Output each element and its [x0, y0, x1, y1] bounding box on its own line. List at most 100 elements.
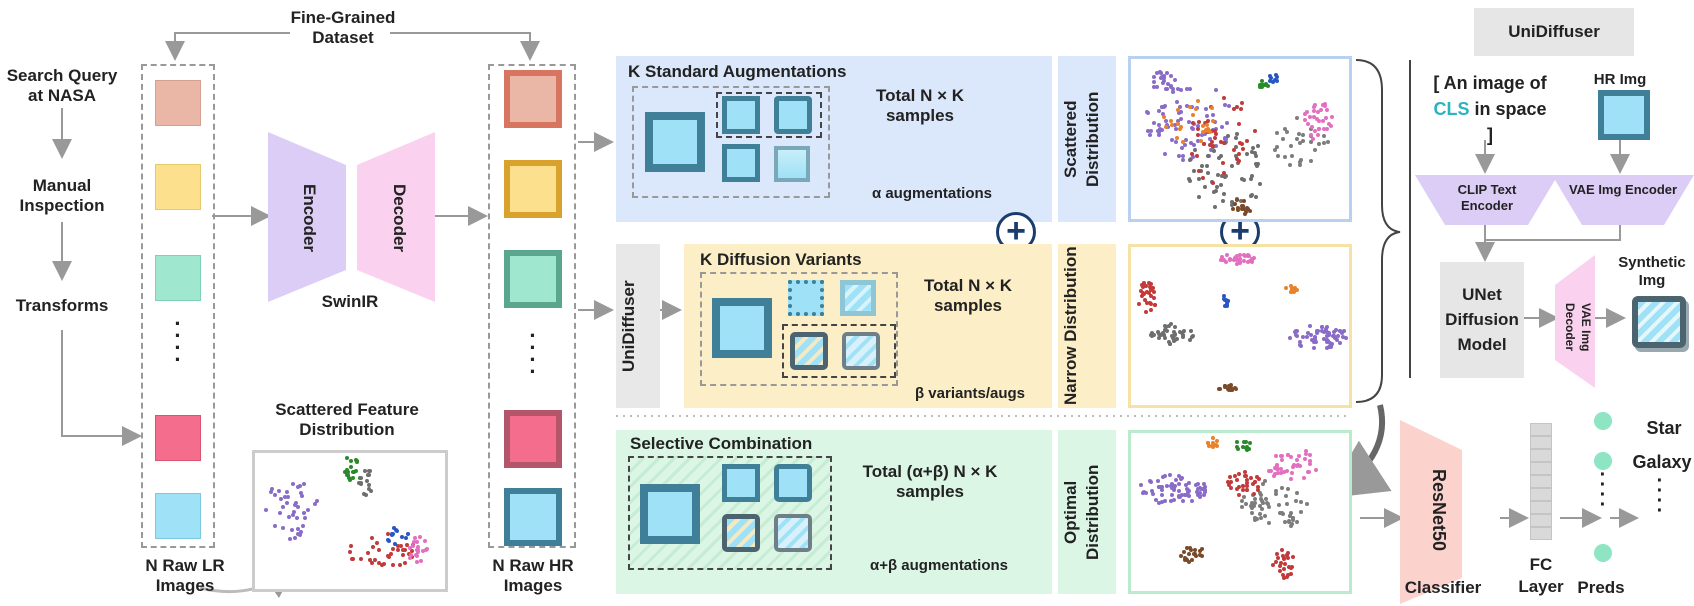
scatter-point: [351, 470, 356, 475]
hr-image-4: [504, 410, 562, 468]
scatter-point: [1250, 505, 1255, 510]
scatter-point: [1248, 209, 1253, 214]
scatter-point: [388, 552, 393, 557]
scatter-point: [1285, 486, 1290, 491]
scatter-point: [1220, 124, 1225, 129]
scatter-point: [1324, 126, 1329, 131]
scatter-point: [1312, 109, 1317, 114]
scatter-point: [359, 482, 364, 487]
scatter-point: [1266, 468, 1271, 473]
scatter-point: [1322, 104, 1327, 109]
scatter-point: [1241, 439, 1246, 444]
optimal-distribution-plot: [1128, 430, 1352, 594]
scatter-point: [401, 552, 406, 557]
scatter-point: [1181, 157, 1186, 162]
scatter-point: [1171, 497, 1176, 502]
scatter-point: [371, 544, 376, 549]
scatter-point: [1298, 500, 1303, 505]
scatter-point: [1163, 103, 1168, 108]
scatter-point: [1274, 491, 1279, 496]
selective-aug-3: [722, 514, 760, 552]
scatter-point: [1174, 135, 1179, 140]
scatter-point: [1214, 131, 1219, 136]
scatter-point: [1230, 163, 1235, 168]
scatter-point: [1285, 552, 1290, 557]
scatter-point: [1237, 152, 1242, 157]
selective-aug-1: [722, 464, 760, 502]
scatter-point: [390, 562, 395, 567]
scatter-point: [1245, 139, 1250, 144]
scatter-point: [361, 492, 366, 497]
selective-original-image: [640, 484, 700, 544]
scatter-point: [1290, 518, 1295, 523]
scatter-point: [348, 459, 353, 464]
scatter-point: [1340, 335, 1345, 340]
scatter-point: [1304, 110, 1309, 115]
hr-image-3: [504, 250, 562, 308]
scatter-point: [1238, 256, 1243, 261]
scatter-point: [1256, 161, 1261, 166]
scatter-point: [1210, 106, 1215, 110]
scatter-point: [1217, 387, 1222, 391]
scatter-point: [1316, 142, 1321, 147]
scatter-point: [1306, 121, 1311, 126]
scatter-point: [1204, 114, 1209, 119]
scatter-point: [1208, 147, 1213, 152]
scatter-point: [1187, 489, 1192, 494]
scatter-point: [1278, 466, 1283, 471]
scatter-point: [1223, 136, 1228, 141]
scatter-point: [1163, 335, 1168, 340]
fc-unit: [1530, 449, 1552, 462]
scatter-point: [375, 540, 380, 545]
scatter-point: [1253, 500, 1258, 505]
scatter-point: [1160, 81, 1165, 86]
scatter-point: [270, 486, 275, 491]
scatter-point: [1234, 197, 1239, 202]
scatter-point: [1276, 467, 1281, 472]
scatter-point: [1151, 75, 1156, 80]
scatter-point: [404, 542, 409, 547]
scatter-point: [1282, 561, 1287, 566]
scatter-point: [396, 544, 401, 549]
selective-total: Total (α+β) N × K samples: [862, 462, 998, 501]
selective-title: Selective Combination: [630, 434, 813, 453]
scatter-point: [1149, 301, 1154, 306]
scatter-point: [1174, 478, 1179, 483]
standard-group: [632, 86, 830, 198]
scatter-point: [1202, 185, 1207, 190]
scatter-point: [400, 534, 405, 539]
scatter-point: [1152, 333, 1157, 338]
scatter-point: [1162, 114, 1167, 119]
scatter-point: [1169, 74, 1174, 79]
scatter-point: [1271, 80, 1276, 85]
scatter-point: [1220, 254, 1225, 259]
pred-node: [1594, 544, 1612, 562]
scatter-point: [1154, 497, 1159, 502]
scatter-point: [1253, 195, 1258, 199]
scatter-point: [1164, 87, 1169, 92]
scatter-point: [1212, 120, 1217, 125]
scatter-point: [1288, 514, 1293, 518]
scatter-point: [1303, 112, 1308, 117]
scatter-point: [1297, 163, 1302, 168]
scatter-point: [418, 535, 423, 540]
lr-image-4: [155, 415, 201, 461]
scatter-point: [1325, 139, 1330, 144]
scatter-point: [1222, 383, 1227, 388]
hr-image-5: [504, 488, 562, 546]
scatter-point: [1207, 137, 1212, 142]
diffusion-variant-1: [788, 280, 824, 316]
scatter-point: [1329, 341, 1334, 346]
scatter-point: [1225, 480, 1230, 485]
scatter-point: [1322, 329, 1327, 334]
scatter-point: [1199, 168, 1204, 173]
scatter-point: [1229, 203, 1234, 208]
scatter-point: [1245, 260, 1250, 265]
hr-images-column: [488, 64, 576, 548]
scatter-point: [1180, 139, 1185, 144]
scatter-point: [366, 550, 371, 555]
scatter-point: [1288, 572, 1293, 577]
scatter-point: [1207, 129, 1212, 134]
scatter-point: [1308, 158, 1313, 163]
scatter-point: [292, 510, 297, 515]
